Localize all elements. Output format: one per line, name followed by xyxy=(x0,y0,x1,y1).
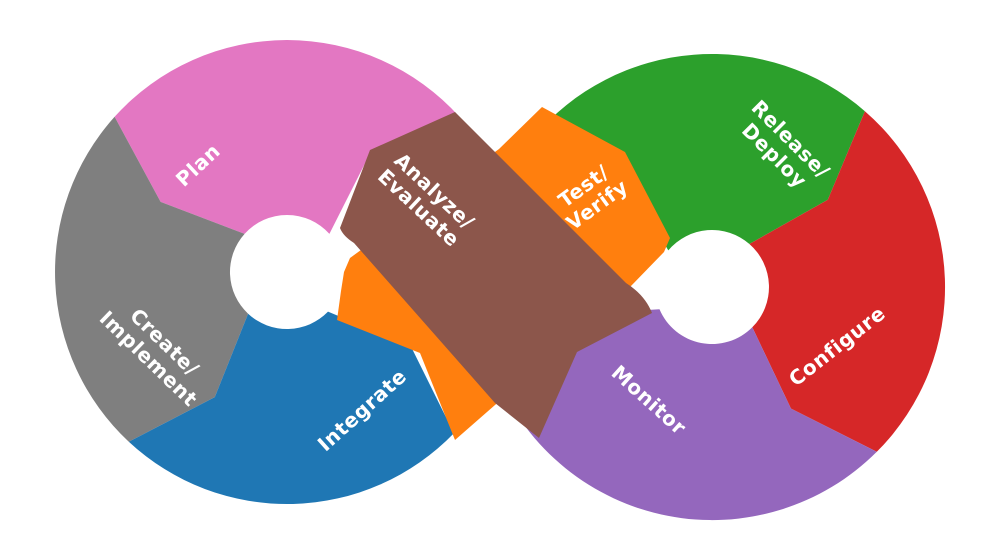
segment-analyze xyxy=(340,112,652,438)
segment-configure xyxy=(749,111,946,452)
segment-create xyxy=(55,116,249,442)
segment-integrate xyxy=(128,311,454,505)
segment-plan xyxy=(114,40,460,234)
segment-monitor xyxy=(497,309,877,521)
segment-release xyxy=(533,53,865,251)
